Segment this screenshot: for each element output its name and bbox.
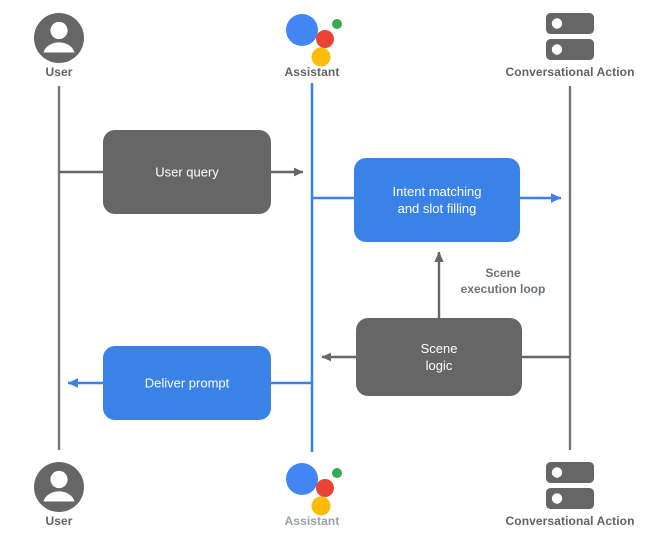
intent-matching-box[interactable] (354, 158, 520, 242)
person-icon (34, 462, 84, 512)
google-assistant-icon (286, 463, 342, 516)
google-assistant-icon (286, 14, 342, 67)
actor-label-user-top: User (45, 65, 73, 79)
user-query-box[interactable] (103, 130, 271, 214)
scene-execution-loop-label: Scene execution loop (460, 266, 546, 296)
scene-logic-box[interactable] (356, 318, 522, 396)
actor-label-conversational-action-top: Conversational Action (505, 65, 635, 79)
server-icon (546, 462, 594, 509)
person-icon (34, 13, 84, 63)
actor-label-assistant-top: Assistant (284, 65, 340, 79)
actor-label-conversational-action-bottom: Conversational Action (505, 514, 635, 528)
actor-label-assistant-bottom: Assistant (284, 514, 340, 528)
actor-label-user-bottom: User (45, 514, 73, 528)
deliver-prompt-box[interactable] (103, 346, 271, 420)
server-icon (546, 13, 594, 60)
